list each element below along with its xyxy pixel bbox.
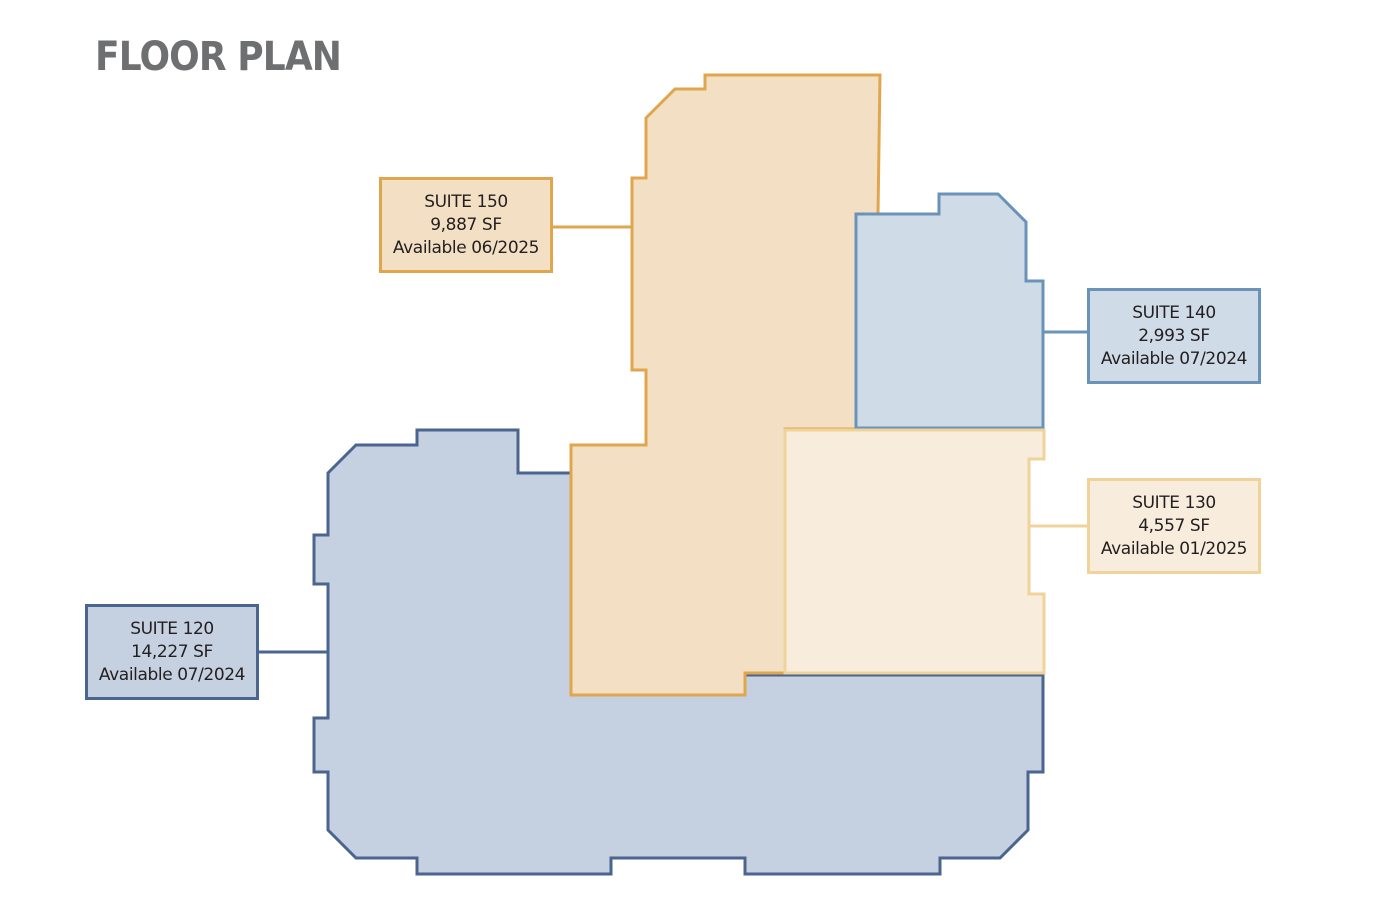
suite-140-availability: Available 07/2024	[1100, 348, 1248, 369]
suite-140-label[interactable]: SUITE 140 2,993 SF Available 07/2024	[1087, 288, 1261, 384]
suite-140-area[interactable]	[854, 192, 1045, 430]
suite-150-name: SUITE 150	[424, 191, 508, 212]
suite-130-availability: Available 01/2025	[1100, 538, 1248, 559]
suite-140-name: SUITE 140	[1132, 302, 1216, 323]
suite-120-name: SUITE 120	[130, 618, 214, 639]
suite-130-label[interactable]: SUITE 130 4,557 SF Available 01/2025	[1087, 478, 1261, 574]
suite-130-name: SUITE 130	[1132, 492, 1216, 513]
suite-120-area-text: 14,227 SF	[131, 641, 213, 662]
suite-120-availability: Available 07/2024	[98, 664, 246, 685]
suite-130-area[interactable]	[783, 428, 1046, 675]
suite-150-area-text: 9,887 SF	[430, 214, 502, 235]
suite-140-area-text: 2,993 SF	[1138, 325, 1210, 346]
suite-130-area-text: 4,557 SF	[1138, 515, 1210, 536]
suite-150-label[interactable]: SUITE 150 9,887 SF Available 06/2025	[379, 177, 553, 273]
page-title: FLOOR PLAN	[95, 34, 342, 80]
suite-150-availability: Available 06/2025	[392, 237, 540, 258]
suite-120-label[interactable]: SUITE 120 14,227 SF Available 07/2024	[85, 604, 259, 700]
